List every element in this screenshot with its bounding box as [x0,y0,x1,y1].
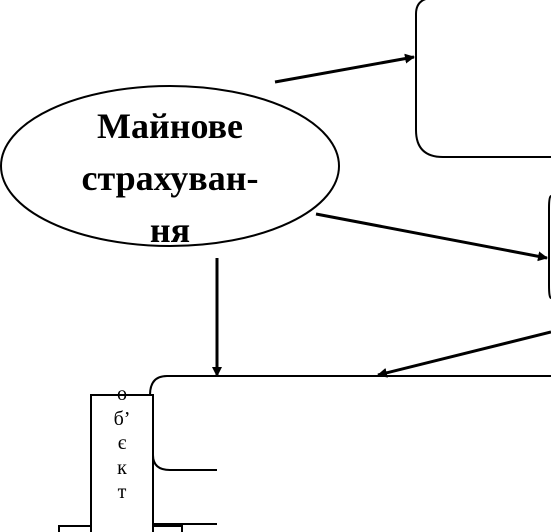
arrow-to-middle-right-box [315,212,548,262]
arrow-from-right [377,330,551,378]
top-right-box [415,0,551,158]
object-letter: к [117,456,127,479]
object-letter: б’ [113,407,131,430]
horizontal-connector-line [149,375,551,396]
ellipse-label-line-1: Майнове [97,106,243,146]
object-box [90,394,154,532]
object-letter: о [117,383,127,405]
middle-right-box [548,195,551,299]
object-letter: є [117,432,127,454]
object-box-label: о б’ є к т [91,382,153,505]
arrow-to-top-right-box [274,53,415,84]
ellipse-label-line-2: страхуван- [81,158,259,198]
ellipse-label: Майнове страхуван- ня [40,100,300,256]
bottom-left-base [58,525,183,532]
object-box-bracket [152,454,217,471]
property-insurance-ellipse [0,85,340,247]
ellipse-label-line-3: ня [149,210,191,250]
object-letter: т [117,481,127,503]
